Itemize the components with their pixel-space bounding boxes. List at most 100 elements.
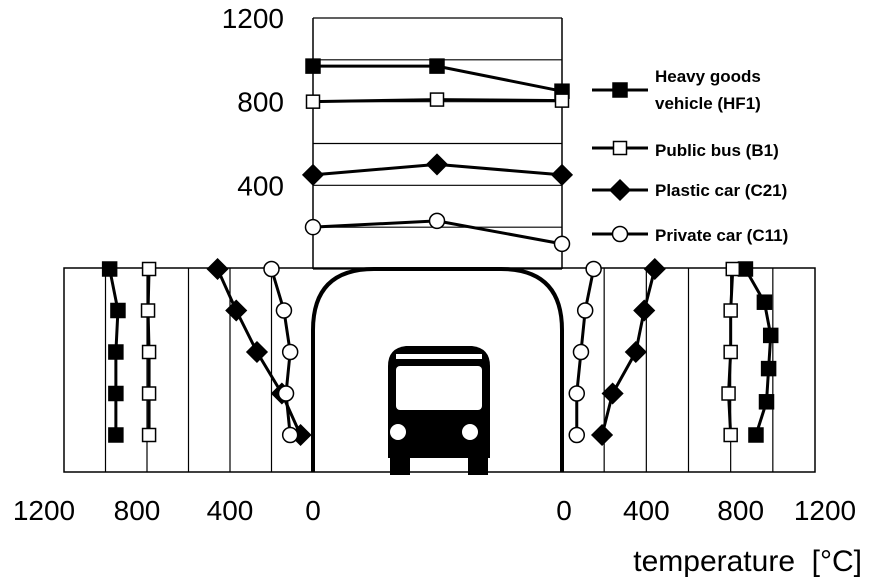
- ceiling-series-c21: [301, 153, 574, 186]
- right-wall-series-c21: [590, 257, 666, 447]
- data-point: [554, 93, 570, 108]
- series-line: [744, 268, 773, 436]
- data-point: [723, 427, 738, 443]
- data-point: [275, 302, 293, 319]
- data-point: [305, 94, 321, 109]
- left-wall-x-tick-label: 0: [305, 495, 321, 526]
- data-point: [281, 426, 299, 444]
- ceiling-y-tick-label: 1200: [222, 3, 284, 34]
- legend-label: Plastic car (C21): [655, 181, 787, 200]
- data-point: [108, 344, 124, 360]
- right-wall-x-tick-label: 400: [623, 495, 670, 526]
- data-point: [304, 218, 322, 236]
- data-point: [141, 261, 157, 277]
- data-point: [141, 427, 157, 443]
- data-point: [428, 212, 446, 230]
- legend-label: Heavy goods: [655, 67, 761, 86]
- data-point: [425, 153, 449, 176]
- left-wall-series-b1: [140, 261, 157, 443]
- x-axis-title: temperature [°C]: [633, 545, 862, 578]
- legend-label: Private car (C11): [655, 226, 788, 245]
- data-point: [624, 340, 647, 364]
- data-point: [590, 423, 614, 447]
- tunnel-outline: [311, 267, 564, 472]
- ceiling-y-tick-label: 800: [237, 87, 284, 118]
- legend-marker: [611, 225, 629, 243]
- data-point: [758, 394, 775, 410]
- left-wall-series-hf1: [101, 261, 126, 443]
- data-point: [429, 92, 445, 107]
- legend-item-c21: Plastic car (C21): [592, 178, 787, 202]
- legend-marker: [612, 82, 628, 98]
- data-point: [281, 343, 299, 361]
- ceiling-series-b1: [305, 92, 570, 109]
- series-layer: [101, 58, 779, 447]
- data-point: [633, 299, 656, 322]
- left-wall-x-tick-label: 800: [114, 495, 161, 526]
- data-point: [568, 385, 586, 402]
- data-point: [576, 302, 594, 319]
- right-wall-series-hf1: [737, 261, 779, 443]
- bus-headlight: [390, 424, 406, 440]
- legend-item-hf1: Heavy goods vehicle (HF1): [592, 67, 761, 113]
- left-wall-x-tick-label: 1200: [13, 495, 75, 526]
- data-point: [568, 426, 586, 444]
- data-point: [601, 382, 624, 405]
- data-point: [141, 344, 157, 360]
- data-point: [141, 386, 157, 401]
- bus-wheel: [390, 455, 410, 475]
- right-wall-series-c11: [568, 260, 602, 444]
- right-wall-x-tick-label: 0: [556, 495, 572, 526]
- bus-headlight: [462, 424, 478, 440]
- data-point: [585, 260, 602, 278]
- ceiling-y-tick-label: 400: [237, 170, 284, 201]
- bus-wheel: [468, 455, 488, 475]
- data-point: [553, 235, 571, 253]
- data-point: [723, 344, 738, 360]
- data-point: [723, 303, 738, 318]
- legend-item-c11: Private car (C11): [592, 225, 788, 245]
- left-wall-series-c11: [263, 260, 299, 444]
- legend: Heavy goods vehicle (HF1) Public bus (B1) P…: [592, 67, 788, 245]
- legend-marker: [612, 140, 628, 156]
- data-point: [301, 163, 325, 186]
- bus-windshield: [396, 366, 482, 410]
- data-point: [110, 302, 126, 319]
- data-point: [756, 294, 773, 310]
- ceiling-series-hf1: [305, 58, 570, 99]
- data-point: [263, 260, 280, 278]
- data-point: [760, 360, 777, 377]
- data-point: [108, 385, 124, 402]
- data-point: [108, 427, 124, 443]
- data-point: [762, 327, 779, 344]
- data-point: [245, 340, 269, 364]
- data-point: [643, 257, 666, 281]
- data-point: [277, 385, 295, 402]
- data-point: [737, 261, 754, 277]
- legend-label: vehicle (HF1): [655, 94, 761, 113]
- right-wall-x-tick-label: 800: [717, 495, 764, 526]
- bus-icon: [388, 346, 490, 475]
- legend-marker: [608, 178, 632, 202]
- data-point: [305, 58, 321, 74]
- data-point: [225, 299, 248, 322]
- ceiling-series-c11: [304, 212, 571, 253]
- tick-labels: 1200 800 400 1200 800 400 0 0 400 800 1200: [13, 3, 856, 526]
- data-point: [721, 386, 736, 401]
- data-point: [550, 163, 574, 186]
- data-point: [748, 427, 764, 443]
- data-point: [206, 257, 229, 281]
- data-point: [101, 261, 118, 277]
- data-point: [572, 343, 590, 361]
- tunnel-arch: [311, 267, 564, 472]
- legend-item-b1: Public bus (B1): [592, 140, 779, 160]
- right-wall-series-b1: [721, 261, 741, 443]
- ceiling-plot-frame: [312, 17, 563, 270]
- data-point: [725, 261, 741, 277]
- left-wall-x-tick-label: 400: [207, 495, 254, 526]
- data-point: [429, 58, 445, 74]
- bus-roof-line: [396, 354, 482, 359]
- right-wall-x-tick-label: 1200: [794, 495, 856, 526]
- legend-label: Public bus (B1): [655, 141, 779, 160]
